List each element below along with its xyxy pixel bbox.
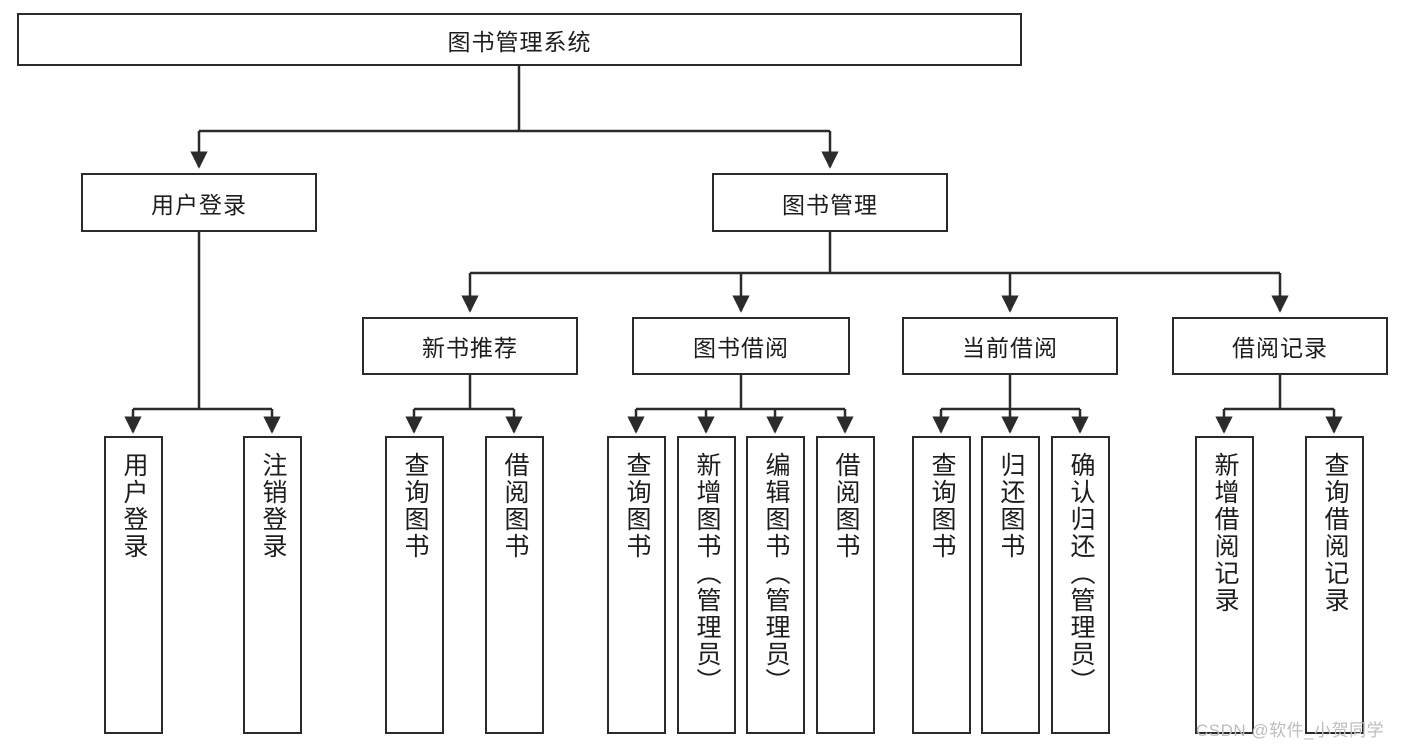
leaf-new-book-query[interactable]: 查询图书 [385,436,444,734]
leaf-label: 借阅图书 [501,452,529,560]
node-user-login[interactable]: 用户登录 [81,173,317,232]
leaf-borrow-edit-book[interactable]: 编辑图书（管理员） [746,436,805,734]
leaf-current-confirm-return[interactable]: 确认归还（管理员） [1051,436,1110,734]
leaf-record-add[interactable]: 新增借阅记录 [1195,436,1254,734]
leaf-borrow-query-book[interactable]: 查询图书 [607,436,666,734]
node-current-borrow-label: 当前借阅 [962,335,1058,361]
leaf-current-query-book[interactable]: 查询图书 [912,436,971,734]
leaf-label: 查询图书 [928,452,956,560]
node-new-book-recommend-label: 新书推荐 [422,335,518,361]
node-book-management[interactable]: 图书管理 [712,173,948,232]
leaf-label: 归还图书 [997,452,1025,560]
leaf-borrow-borrow-book[interactable]: 借阅图书 [816,436,875,734]
leaf-new-book-borrow[interactable]: 借阅图书 [485,436,544,734]
leaf-user-login-logout[interactable]: 注销登录 [243,436,302,734]
node-new-book-recommend[interactable]: 新书推荐 [362,317,578,375]
leaf-label: 查询图书 [401,452,429,560]
leaf-label: 查询借阅记录 [1321,452,1349,614]
node-borrow-record-label: 借阅记录 [1232,335,1328,361]
leaf-label: 编辑图书（管理员） [762,452,790,695]
csdn-watermark: CSDN @软件_小贺同学 [1196,721,1385,740]
leaf-borrow-add-book[interactable]: 新增图书（管理员） [677,436,736,734]
node-current-borrow[interactable]: 当前借阅 [902,317,1118,375]
leaf-label: 确认归还（管理员） [1067,452,1095,695]
node-book-borrow[interactable]: 图书借阅 [632,317,850,375]
node-user-login-label: 用户登录 [151,191,247,218]
node-borrow-record[interactable]: 借阅记录 [1172,317,1388,375]
leaf-label: 查询图书 [623,452,651,560]
leaf-label: 借阅图书 [832,452,860,560]
leaf-label: 用户登录 [120,452,148,560]
leaf-record-query[interactable]: 查询借阅记录 [1305,436,1364,734]
node-root[interactable]: 图书管理系统 [17,13,1022,66]
leaf-label: 新增图书（管理员） [693,452,721,695]
leaf-current-return-book[interactable]: 归还图书 [981,436,1040,734]
leaf-label: 新增借阅记录 [1211,452,1239,614]
node-book-borrow-label: 图书借阅 [693,335,789,361]
node-book-management-label: 图书管理 [782,191,878,218]
node-root-label: 图书管理系统 [447,28,592,55]
leaf-label: 注销登录 [259,452,287,560]
leaf-user-login-login[interactable]: 用户登录 [104,436,163,734]
